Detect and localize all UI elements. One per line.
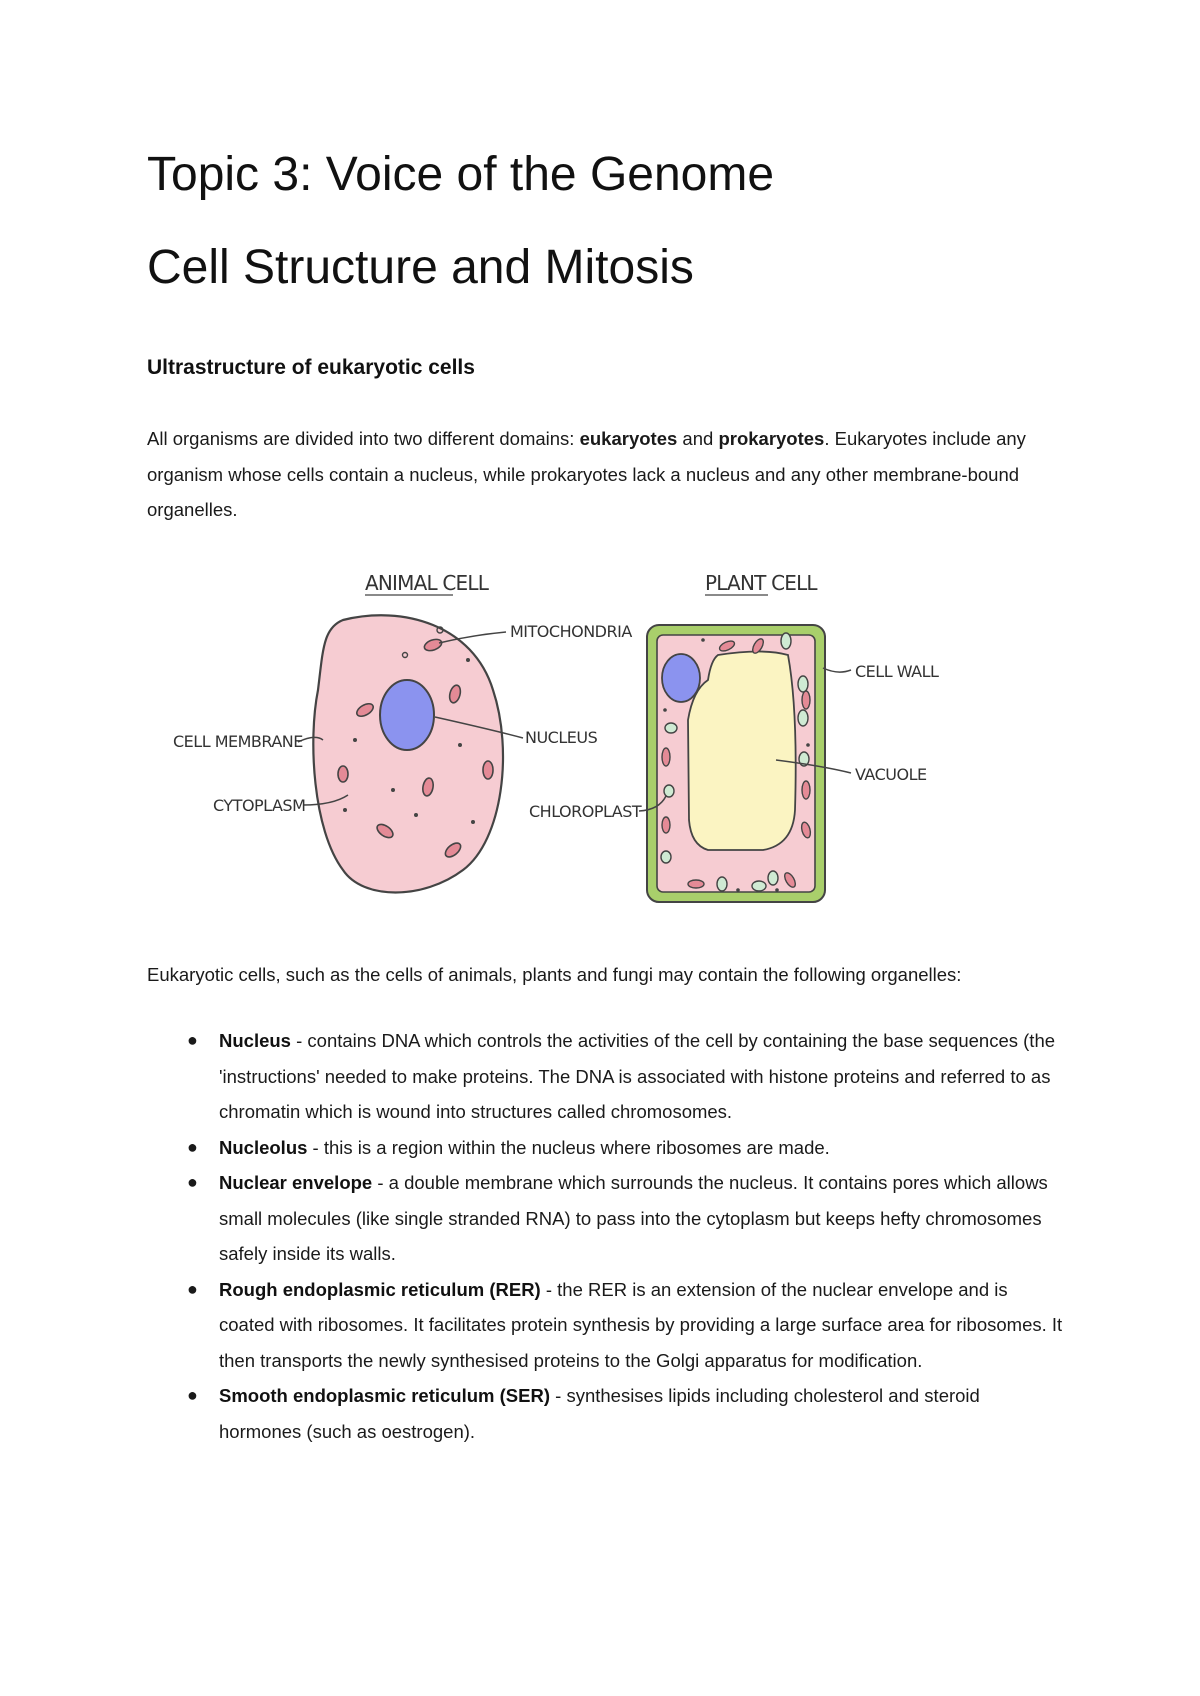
organelle-description: - a double membrane which surrounds the … [219,1172,1048,1264]
label-nucleus: NUCLEUS [525,728,598,747]
label-cytoplasm: CYTOPLASM [213,796,305,815]
plant-cell-title: PLANT CELL [705,571,818,595]
label-cell-membrane: CELL MEMBRANE [173,732,303,751]
plant-mitochondria [661,638,812,889]
organelle-term: Nucleolus [219,1136,308,1158]
document-title: Topic 3: Voice of the Genome [147,148,775,201]
plant-nucleus [661,653,701,703]
organelle-term: Nuclear envelope [219,1172,373,1193]
animal-organelle-dots [343,626,475,824]
bullet-icon: ● [187,1278,198,1299]
plant-organelle-dots [663,638,810,892]
list-item: ● Nucleolus - this is a region within the… [147,1130,1067,1166]
animal-cell-title: ANIMAL CELL [365,571,490,595]
list-item: ● Nuclear envelope - a double membrane wh… [147,1165,1067,1272]
organelle-description: - contains DNA which controls the activi… [219,1030,1056,1122]
animal-cell-body [312,614,505,894]
organelle-term: Smooth endoplasmic reticulum (SER) [219,1385,550,1406]
cell-diagram-figure: ANIMAL CELL [173,560,953,910]
animal-leader-lines [297,631,524,806]
list-item: ● Nucleus - contains DNA which controls t… [147,1023,1067,1130]
intro-term-prokaryotes: prokaryotes [718,428,825,449]
cell-diagram: ANIMAL CELL [173,571,940,903]
bullet-icon: ● [187,1172,198,1192]
plant-vacuole [687,650,797,851]
intro-text-1: All organisms are divided into two diffe… [147,428,580,449]
organelle-term: Rough endoplasmic reticulum (RER) [219,1278,541,1300]
organelle-description: - this is a region within the nucleus wh… [307,1136,830,1158]
bullet-icon: ● [187,1030,198,1050]
label-vacuole: VACUOLE [855,765,927,784]
intro-text-3: . Eukaryotes include any organism whose … [147,428,1026,520]
animal-mitochondria [337,638,494,858]
bullet-icon: ● [187,1385,198,1405]
organelle-description: - synthesises lipids including cholester… [219,1385,980,1442]
organelles-list: ● Nucleus - contains DNA which controls t… [147,1023,1067,1449]
section-heading: Ultrastructure of eukaryotic cells [147,356,475,379]
intro-text-2: and [677,428,719,449]
organelle-description: - the RER is an extension of the nuclear… [219,1278,1063,1371]
bullet-icon: ● [187,1136,198,1157]
list-item: ● Rough endoplasmic reticulum (RER) - the… [147,1272,1067,1379]
animal-nucleus [379,679,435,751]
label-mitochondria: MITOCHONDRIA [510,622,632,641]
label-chloroplast: CHLOROPLAST [529,802,642,821]
organelle-term: Nucleus [219,1030,291,1051]
intro-paragraph: All organisms are divided into two diffe… [147,421,1067,528]
plant-leader-lines [638,667,852,812]
list-item: ● Smooth endoplasmic reticulum (SER) - sy… [147,1378,1067,1449]
document-subtitle: Cell Structure and Mitosis [147,241,694,294]
organelles-lead-paragraph: Eukaryotic cells, such as the cells of a… [147,964,962,985]
label-cell-wall: CELL WALL [855,662,939,681]
plant-chloroplasts [660,632,810,892]
intro-term-eukaryotes: eukaryotes [579,428,678,449]
